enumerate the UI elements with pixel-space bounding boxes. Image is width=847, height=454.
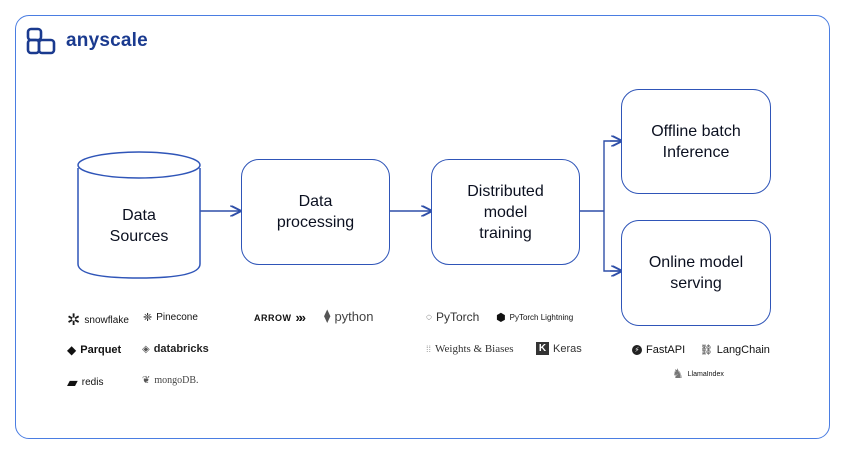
logo-parquet: ◆ Parquet [67, 343, 122, 357]
arrow-chevrons-icon: »» [295, 310, 307, 325]
data-sources-cylinder [77, 151, 201, 279]
logo-arrow: ARROW »» [254, 310, 307, 325]
arrow-training-fork [579, 140, 621, 272]
node-offline-inference: Offline batch Inference [621, 89, 771, 194]
node-online-serving-label: Online model serving [648, 254, 744, 292]
parquet-icon: ◆ [67, 343, 77, 357]
logo-pytorch-lightning: ⬢ PyTorch Lightning [496, 312, 574, 324]
logo-pytorch: ◌ PyTorch [426, 310, 480, 324]
node-data-sources-label: Data Sources [109, 207, 169, 245]
brand-name: anyscale [66, 30, 148, 51]
logo-redis: ▰ redis [67, 374, 104, 390]
redis-icon: ▰ [67, 374, 78, 390]
anyscale-logo-icon [26, 27, 56, 55]
logo-fastapi: ⚡ FastAPI [632, 344, 685, 356]
logo-python: ⧫ python [324, 308, 374, 324]
node-online-serving: Online model serving [621, 220, 771, 326]
node-offline-inference-label: Offline batch Inference [651, 122, 741, 161]
node-distributed-training: Distributed model training [431, 159, 580, 265]
logo-keras: K Keras [536, 342, 582, 355]
databricks-icon: ◈ [142, 343, 150, 355]
mongodb-leaf-icon: ❦ [142, 375, 151, 386]
snowflake-icon: ✲ [67, 312, 81, 329]
keras-icon: K [536, 342, 549, 355]
langchain-icon: ⛓ [700, 344, 713, 356]
node-data-processing: Data processing [241, 159, 390, 265]
logo-wandb: ⁞⁞ Weights & Biases [426, 343, 514, 355]
logo-llamaindex: ♞ LlamaIndex [672, 366, 724, 381]
logo-pinecone: ❈ Pinecone [143, 312, 198, 324]
logo-mongodb: ❦ mongoDB. [142, 375, 199, 386]
pinecone-icon: ❈ [143, 312, 153, 324]
node-data-processing-label: Data processing [276, 193, 355, 231]
logo-databricks: ◈ databricks [142, 343, 209, 355]
logo-snowflake: ✲ snowflake [67, 312, 129, 329]
fastapi-icon: ⚡ [632, 345, 642, 355]
pytorch-icon: ◌ [426, 311, 432, 323]
logo-langchain: ⛓ LangChain [700, 344, 770, 356]
diagram-frame [15, 15, 830, 439]
wandb-icon: ⁞⁞ [426, 344, 432, 354]
brand: anyscale [26, 27, 148, 55]
python-icon: ⧫ [324, 308, 331, 323]
lightning-icon: ⬢ [496, 312, 506, 324]
node-distributed-training-label: Distributed model training [467, 182, 544, 242]
llamaindex-icon: ♞ [672, 366, 684, 381]
